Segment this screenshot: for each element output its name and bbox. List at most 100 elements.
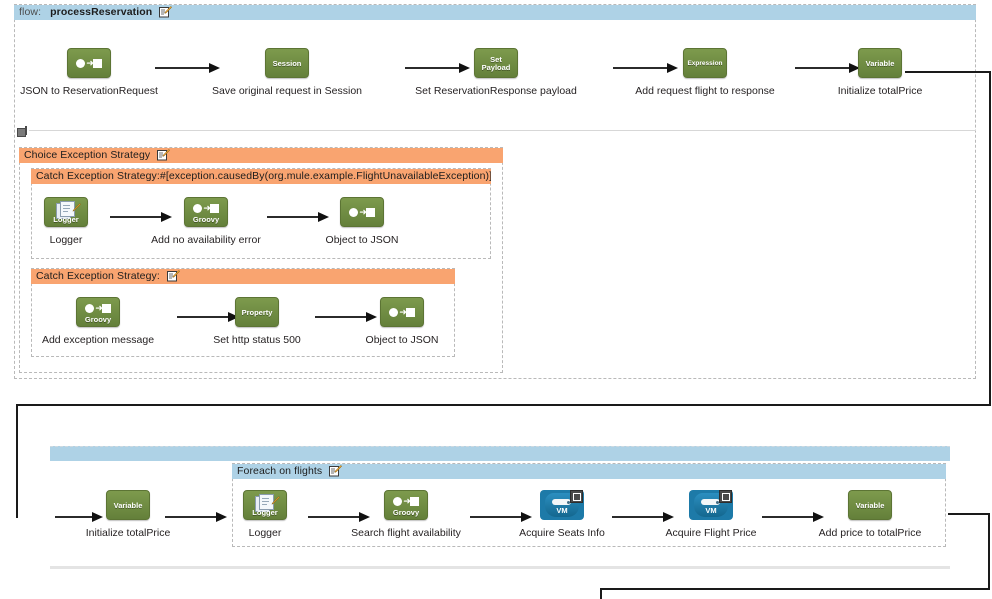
flow-prefix-label: flow: [19, 6, 42, 18]
wrap-connector-row2-top [16, 404, 991, 406]
choice-exception-strategy-header[interactable]: Choice Exception Strategy [19, 148, 503, 163]
connector-arrow [110, 212, 172, 222]
node-acquire-seats-info[interactable]: VM Acquire Seats Info [519, 490, 605, 539]
node-label: Search flight availability [351, 527, 461, 539]
node-icon-caption: Variable [113, 501, 143, 510]
pencil-edit-icon[interactable] [329, 465, 343, 477]
node-set-reservationresponse-payload[interactable]: Set Payload Set ReservationResponse payl… [415, 48, 577, 97]
vm-endpoint-icon: VM [689, 490, 733, 520]
connector-arrow [762, 512, 824, 522]
foreach-scope-header[interactable]: Foreach on flights [232, 464, 946, 479]
property-icon: Property [235, 297, 279, 327]
connector-arrow [612, 512, 674, 522]
node-label: Initialize totalPrice [837, 85, 923, 97]
node-logger[interactable]: Logger Logger [44, 197, 88, 246]
connector-arrow [55, 512, 103, 522]
connector-arrow [315, 312, 377, 322]
transform-icon: ➜ [67, 48, 111, 78]
node-icon-caption: Groovy [192, 215, 220, 224]
node-object-to-json-2[interactable]: ➜ Object to JSON [366, 297, 438, 346]
catch-exception-strategy-1-container [31, 168, 491, 259]
node-icon-caption: Variable [855, 501, 885, 510]
node-label: Add no availability error [151, 234, 261, 246]
pencil-edit-icon[interactable] [159, 6, 173, 18]
wrap-connector-horizontal [905, 71, 991, 73]
logger-icon: Logger [44, 197, 88, 227]
node-add-price-to-totalprice[interactable]: Variable Add price to totalPrice [819, 490, 921, 539]
node-label: Set http status 500 [213, 334, 301, 346]
node-icon-caption: Logger [252, 508, 278, 517]
node-initialize-totalprice-continued[interactable]: Variable Initialize totalPrice [86, 490, 170, 539]
node-icon-caption: VM [705, 506, 717, 515]
node-set-http-status-500[interactable]: Property Set http status 500 [213, 297, 301, 346]
catch-exception-strategy-2-header[interactable]: Catch Exception Strategy: [31, 269, 455, 284]
node-add-request-flight-to-response[interactable]: Expression Add request flight to respons… [635, 48, 775, 97]
connector-arrow [165, 512, 227, 522]
connector-arrow [470, 512, 532, 522]
catch-exception-strategy-2-title: Catch Exception Strategy: [36, 270, 160, 282]
collapse-toggle-icon[interactable] [17, 126, 28, 137]
flow-name-label: processReservation [50, 6, 153, 18]
logger-icon: Logger [243, 490, 287, 520]
node-label: JSON to ReservationRequest [20, 85, 158, 97]
node-icon-caption: VM [556, 506, 568, 515]
node-label: Set ReservationResponse payload [415, 85, 577, 97]
node-logger-2[interactable]: Logger Logger [243, 490, 287, 539]
node-icon-caption: Property [241, 308, 273, 317]
node-icon-caption: Logger [53, 215, 79, 224]
flow-header-bar-continued[interactable] [50, 446, 950, 461]
groovy-transform-icon: ➜ Groovy [384, 490, 428, 520]
catch-exception-strategy-2-container [31, 268, 455, 357]
node-add-no-availability-error[interactable]: ➜ Groovy Add no availability error [151, 197, 261, 246]
connector-arrow [613, 63, 678, 73]
node-initialize-totalprice[interactable]: Variable Initialize totalPrice [838, 48, 922, 97]
transform-icon: ➜ [380, 297, 424, 327]
pencil-edit-icon[interactable] [166, 270, 180, 282]
wrap-connector-row3-left [600, 588, 602, 599]
node-icon-caption-line2: Payload [481, 63, 511, 72]
transform-icon: ➜ [340, 197, 384, 227]
node-icon-caption: Groovy [392, 508, 420, 517]
node-icon-caption: Expression [687, 60, 723, 67]
foreach-scope-container [232, 463, 946, 547]
flow-header-bar[interactable]: flow: processReservation [14, 5, 976, 20]
node-icon-caption: Variable [865, 59, 895, 68]
connector-arrow [177, 312, 239, 322]
wrap-connector-row3-top [600, 588, 990, 590]
variable-icon: Variable [106, 490, 150, 520]
connector-arrow [267, 212, 329, 222]
session-variable-icon: Session [265, 48, 309, 78]
connector-arrow [155, 63, 220, 73]
node-label: Acquire Flight Price [665, 527, 757, 539]
flow-container-row1 [14, 4, 976, 379]
pencil-edit-icon[interactable] [157, 149, 171, 161]
node-object-to-json-1[interactable]: ➜ Object to JSON [326, 197, 398, 246]
node-label: Logger [248, 527, 282, 539]
wrap-connector-horizontal-2 [948, 513, 990, 515]
node-label: Logger [49, 234, 83, 246]
vm-endpoint-icon: VM [540, 490, 584, 520]
node-label: Save original request in Session [211, 85, 363, 97]
node-add-exception-message[interactable]: ➜ Groovy Add exception message [42, 297, 154, 346]
variable-icon: Variable [848, 490, 892, 520]
foreach-scope-title: Foreach on flights [237, 465, 323, 477]
node-search-flight-availability[interactable]: ➜ Groovy Search flight availability [351, 490, 461, 539]
wrap-connector-row2-left [16, 404, 18, 518]
wrap-connector-vertical-2 [988, 513, 990, 590]
row2-bottom-divider [50, 566, 950, 569]
choice-exception-strategy-container [19, 147, 503, 373]
catch-exception-strategy-1-title: Catch Exception Strategy:#[exception.cau… [36, 170, 491, 182]
connector-arrow [308, 512, 370, 522]
vm-badge-icon [719, 490, 732, 503]
catch-exception-strategy-1-header[interactable]: Catch Exception Strategy:#[exception.cau… [31, 169, 491, 184]
node-json-to-reservationrequest[interactable]: ➜ JSON to ReservationRequest [20, 48, 158, 97]
variable-icon: Variable [858, 48, 902, 78]
expression-icon: Expression [683, 48, 727, 78]
node-save-original-request-in-session[interactable]: Session Save original request in Session [212, 48, 362, 97]
node-acquire-flight-price[interactable]: VM Acquire Flight Price [665, 490, 757, 539]
choice-exception-strategy-title: Choice Exception Strategy [24, 149, 151, 161]
node-label: Add exception message [41, 334, 155, 346]
set-payload-icon: Set Payload [474, 48, 518, 78]
node-icon-caption-line1: Set [490, 55, 502, 64]
